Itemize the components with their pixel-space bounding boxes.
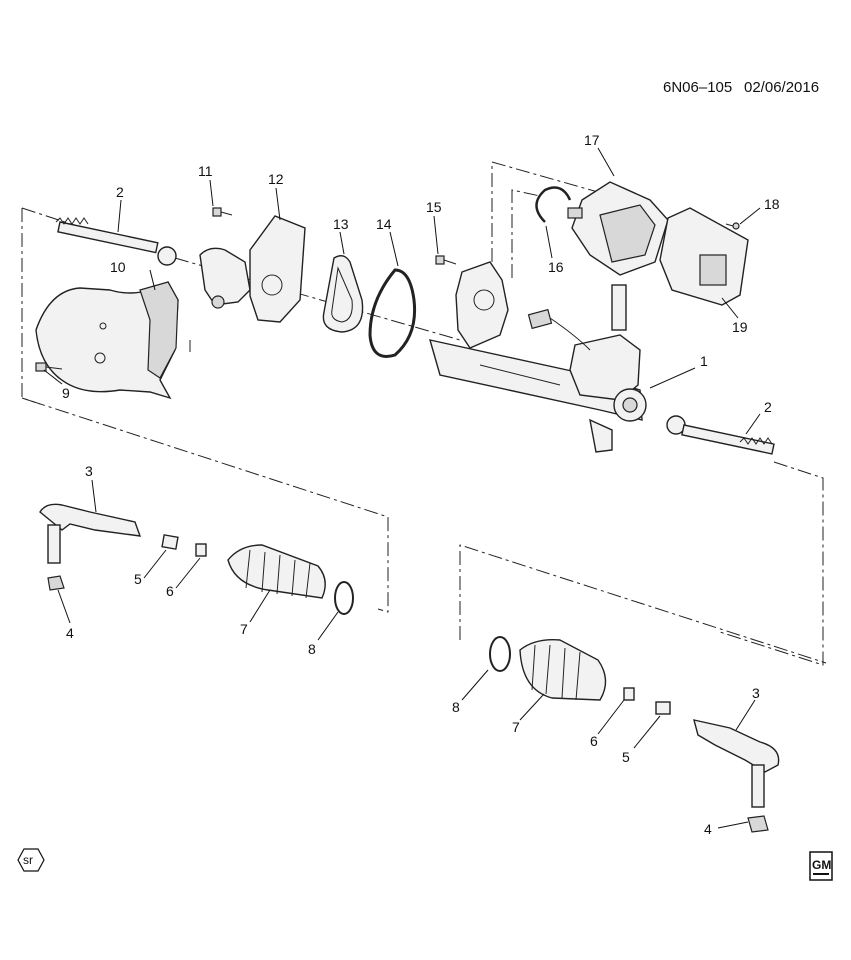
callout-8-left: 8 [308, 641, 316, 657]
callout-11: 11 [198, 163, 213, 179]
callout-6-left: 6 [166, 583, 174, 599]
boot-left [227, 544, 326, 599]
wire-connector [527, 308, 591, 351]
callout-7-left: 7 [240, 621, 248, 637]
drive-belt [322, 255, 364, 333]
callout-7-right: 7 [512, 719, 520, 735]
callout-8-right: 8 [452, 699, 460, 715]
belt-housing [199, 215, 306, 323]
nut-6-right [623, 687, 635, 701]
bolt-11 [212, 207, 233, 217]
inner-tie-rod-left [55, 217, 177, 266]
callout-1: 1 [700, 353, 708, 369]
steering-gear [429, 261, 647, 453]
heat-shield [35, 281, 179, 400]
callout-13: 13 [333, 216, 349, 232]
sr-symbol: sr [17, 848, 45, 872]
callout-10: 10 [110, 259, 126, 275]
snap-ring [535, 186, 572, 223]
nut-5-left [161, 534, 179, 550]
callout-12: 12 [268, 171, 284, 187]
gm-logo: GM [809, 851, 833, 881]
callout-2-right: 2 [764, 399, 772, 415]
svg-text:sr: sr [23, 853, 33, 867]
callout-3-right: 3 [752, 685, 760, 701]
leader-lines [43, 147, 761, 829]
screw-18 [725, 222, 740, 230]
control-module [659, 207, 749, 306]
callout-16: 16 [548, 259, 564, 275]
motor-assembly [567, 181, 669, 276]
clamp-right [489, 636, 511, 672]
callout-6-right: 6 [590, 733, 598, 749]
callout-3-left: 3 [85, 463, 93, 479]
boot-right [519, 639, 607, 701]
nut-5-right [655, 701, 671, 715]
nut-6-left [195, 543, 207, 557]
diagram-date: 02/06/2016 [744, 79, 819, 96]
outer-tie-rod-left [39, 503, 142, 591]
callout-2-left: 2 [116, 184, 124, 200]
bolt-9 [35, 362, 63, 372]
o-ring-belt [368, 268, 417, 358]
callout-18: 18 [764, 196, 780, 212]
callout-9: 9 [62, 385, 70, 401]
callout-17: 17 [584, 132, 600, 148]
callout-4-left: 4 [66, 625, 74, 641]
inner-tie-rod-right [666, 415, 775, 455]
callout-5-right: 5 [622, 749, 630, 765]
callout-19: 19 [732, 319, 748, 335]
callout-5-left: 5 [134, 571, 142, 587]
callout-15: 15 [426, 199, 442, 215]
bolt-15 [435, 255, 457, 265]
callout-14: 14 [376, 216, 392, 232]
callout-4-right: 4 [704, 821, 712, 837]
clamp-left [334, 581, 354, 615]
diagram-code: 6N06–105 [663, 79, 732, 96]
outer-tie-rod-right [693, 719, 780, 833]
svg-text:GM: GM [812, 858, 831, 872]
